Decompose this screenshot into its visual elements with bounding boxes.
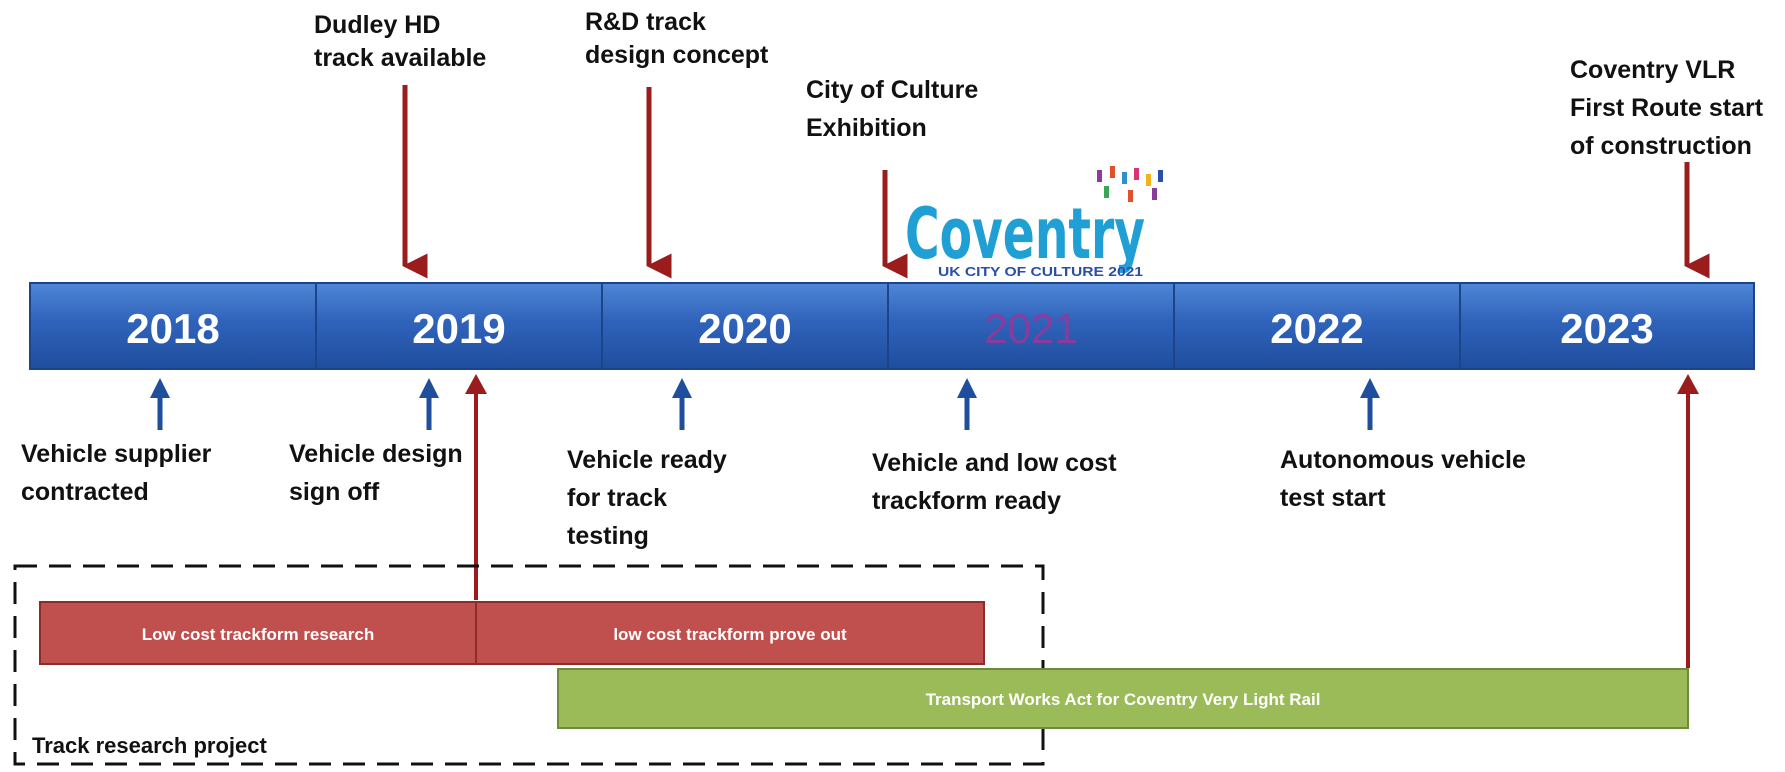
milestone-trackform-ready: Vehicle and low cost trackform ready (872, 449, 1123, 515)
bar-prove-out-label: low cost trackform prove out (613, 625, 847, 644)
milestone-line: Vehicle and low cost (872, 449, 1117, 477)
year-segment (887, 282, 1175, 370)
milestone-line: for track (567, 484, 667, 512)
arrow-head (465, 374, 487, 394)
milestone-line: contracted (21, 478, 149, 506)
year-label-2020: 2020 (698, 305, 791, 352)
year-segment (1459, 282, 1755, 370)
milestone-vehicle-supplier: Vehicle supplier contracted (21, 440, 218, 506)
milestone-line: Dudley HD (314, 11, 440, 39)
arrow-trackform-ready (957, 378, 977, 430)
logo-dot (1110, 166, 1115, 178)
timeline-bar (29, 282, 1755, 370)
milestone-line: testing (567, 522, 649, 550)
arrow-head (957, 378, 977, 398)
year-label-2022: 2022 (1270, 305, 1363, 352)
milestone-line: Vehicle design (289, 440, 463, 468)
milestone-dudley: Dudley HD track available (314, 11, 486, 72)
year-segment (29, 282, 317, 370)
logo-dot (1122, 172, 1127, 184)
milestone-line: design concept (585, 41, 769, 69)
logo-dot (1146, 174, 1151, 186)
milestone-line: of construction (1570, 132, 1752, 160)
arrow-head (1360, 378, 1380, 398)
milestone-line: City of Culture (806, 76, 978, 104)
year-label-2018: 2018 (126, 305, 219, 352)
logo-dot (1104, 186, 1109, 198)
logo-dot (1134, 168, 1139, 180)
arrow-vehicle-design (419, 378, 439, 430)
logo-subtitle: UK CITY OF CULTURE 2021 (938, 264, 1143, 279)
logo-dot (1097, 170, 1102, 182)
year-segment (1173, 282, 1461, 370)
milestone-line: Exhibition (806, 114, 927, 142)
logo-dot (1158, 170, 1163, 182)
milestone-line: R&D track (585, 8, 706, 36)
year-segment (315, 282, 603, 370)
logo-dot (1152, 188, 1157, 200)
milestone-line: Autonomous vehicle (1280, 446, 1526, 474)
logo-wordmark: Coventry (905, 193, 1145, 275)
bar-transport-works-act-label: Transport Works Act for Coventry Very Li… (926, 690, 1321, 709)
milestone-vehicle-ready: Vehicle ready for track testing (567, 446, 734, 550)
milestone-rd-track: R&D track design concept (585, 8, 769, 69)
year-label-2019: 2019 (412, 305, 505, 352)
milestone-line: First Route start (1570, 94, 1764, 122)
bar-prove-out (475, 601, 985, 665)
year-label-2023: 2023 (1560, 305, 1653, 352)
arrow-vehicle-supplier (150, 378, 170, 430)
arrow-twa-to-2023 (1677, 374, 1699, 668)
arrow-head (672, 378, 692, 398)
milestone-city-culture: City of Culture Exhibition (806, 76, 985, 142)
bar-research (39, 601, 477, 665)
milestone-line: Coventry VLR (1570, 56, 1735, 84)
milestone-vlr-construction: Coventry VLR First Route start of constr… (1570, 56, 1770, 160)
arrow-autonomous (1360, 378, 1380, 430)
project-box-label: Track research project (32, 733, 267, 758)
milestone-line: test start (1280, 484, 1386, 512)
year-segment (601, 282, 889, 370)
arrow-head (150, 378, 170, 398)
milestone-line: sign off (289, 478, 380, 506)
track-research-project-box (13, 564, 1045, 766)
arrow-head (1677, 374, 1699, 394)
milestone-vehicle-design: Vehicle design sign off (289, 440, 470, 506)
bar-research-label: Low cost trackform research (142, 625, 374, 644)
arrow-head (419, 378, 439, 398)
bar-transport-works-act (557, 668, 1689, 729)
milestone-autonomous: Autonomous vehicle test start (1280, 446, 1533, 512)
blue-arrows (150, 378, 1380, 430)
milestone-line: track available (314, 44, 486, 72)
year-label-2021: 2021 (984, 305, 1077, 352)
arrow-vehicle-ready (672, 378, 692, 430)
logo-dot (1128, 190, 1133, 202)
milestone-line: trackform ready (872, 487, 1061, 515)
milestone-line: Vehicle ready (567, 446, 727, 474)
coventry-logo: Coventry UK CITY OF CULTURE 2021 (905, 166, 1163, 279)
milestone-line: Vehicle supplier (21, 440, 212, 468)
